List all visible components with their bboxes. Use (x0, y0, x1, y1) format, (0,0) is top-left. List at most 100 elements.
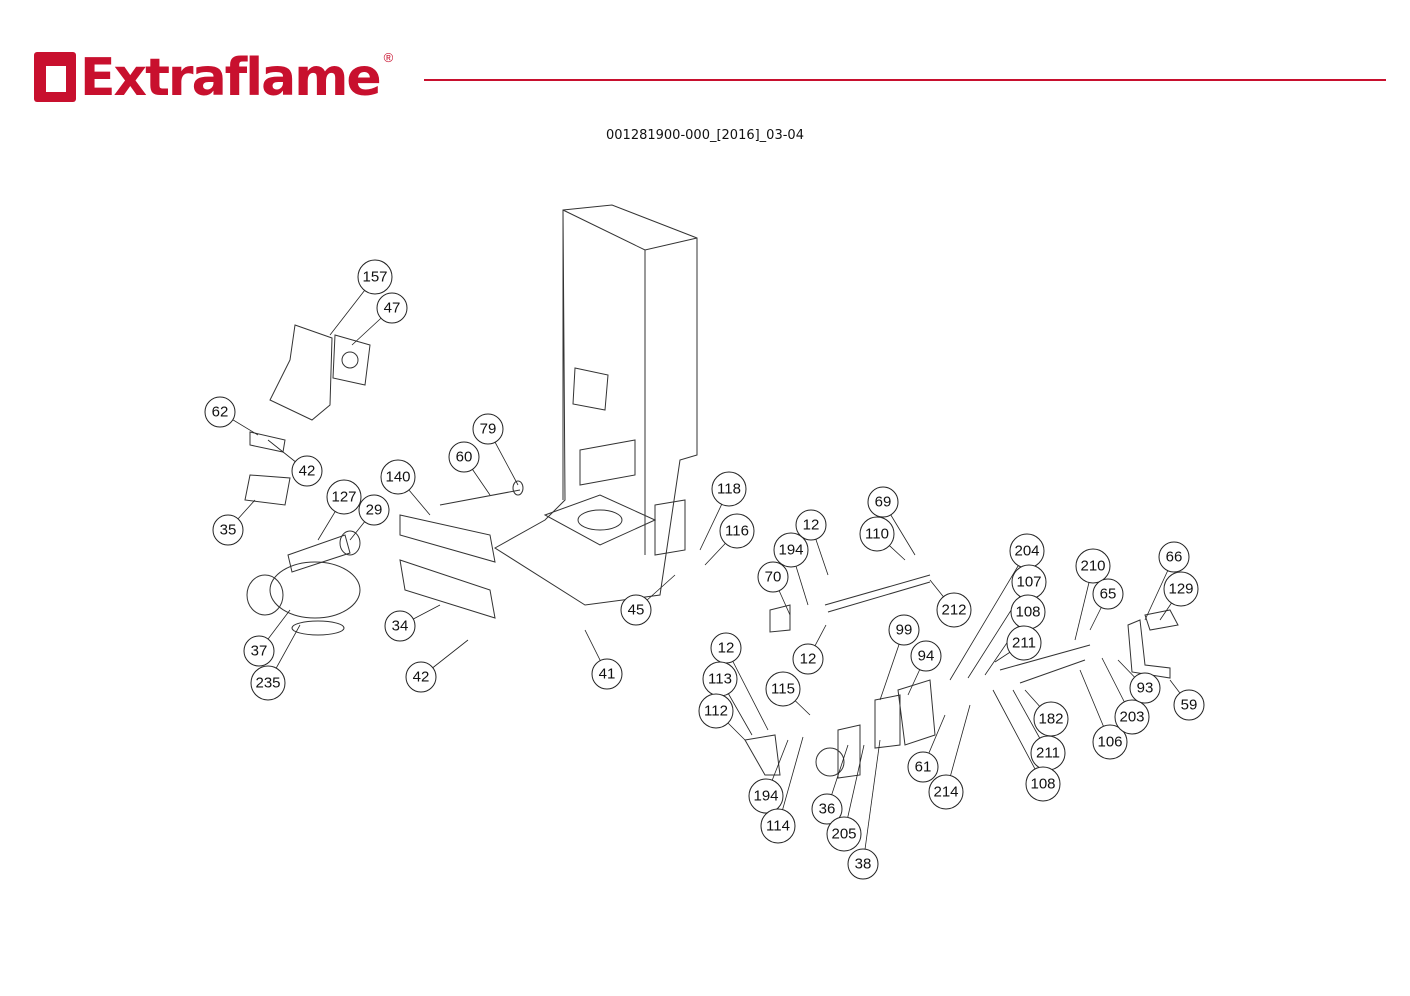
callout-157: 157 (329, 259, 393, 336)
callout-62: 62 (204, 396, 259, 436)
callout-94: 94 (907, 640, 942, 696)
stove-body (494, 204, 698, 606)
callout-circle (1075, 548, 1111, 584)
callout-circle (1173, 689, 1205, 721)
parts-drawing (244, 204, 1179, 779)
callout-circle (867, 486, 899, 518)
callout-circle (620, 594, 652, 626)
callout-79: 79 (472, 413, 519, 486)
callout-number: 110 (865, 526, 889, 543)
callout-194: 194 (748, 739, 789, 814)
callout-circle (204, 396, 236, 428)
callout-circle (719, 513, 755, 549)
callout-circle (1025, 766, 1061, 802)
callout-circle (811, 793, 843, 825)
callout-41: 41 (584, 629, 623, 690)
callout-number: 45 (628, 602, 645, 619)
document-code: 001281900-000_[2016]_03-04 (606, 128, 804, 143)
callout-circle (928, 774, 964, 810)
leader-line (862, 739, 881, 865)
callout-number: 65 (1100, 586, 1117, 603)
callout-circle (1006, 625, 1042, 661)
callout-circle (757, 561, 789, 593)
callout-circle (698, 693, 734, 729)
callout-circle (888, 614, 920, 646)
callout-12: 12 (795, 509, 829, 576)
callout-235: 235 (250, 624, 301, 701)
callout-circle (910, 640, 942, 672)
callout-number: 60 (456, 449, 473, 466)
callout-number: 62 (212, 404, 229, 421)
callout-214: 214 (928, 704, 971, 810)
callout-number: 34 (392, 618, 409, 635)
callout-number: 194 (753, 788, 778, 805)
callout-circle (1129, 672, 1161, 704)
callout-number: 157 (362, 269, 387, 286)
callout-circle (380, 459, 416, 495)
callout-circle (859, 516, 895, 552)
brand-name: Extraflame (80, 48, 382, 108)
callout-65: 65 (1089, 578, 1124, 631)
callout-number: 235 (255, 675, 280, 692)
callout-112: 112 (698, 693, 746, 741)
callout-140: 140 (380, 459, 431, 516)
callout-circle (472, 413, 504, 445)
callout-number: 12 (718, 640, 735, 657)
callout-number: 108 (1015, 604, 1040, 621)
callout-number: 194 (778, 542, 803, 559)
callout-69: 69 (867, 486, 916, 556)
callout-210: 210 (1074, 548, 1111, 641)
callout-number: 38 (855, 856, 872, 873)
callout-37: 37 (243, 609, 291, 667)
callout-number: 106 (1097, 734, 1122, 751)
callout-60: 60 (448, 441, 491, 496)
callout-circle (357, 259, 393, 295)
callout-number: 41 (599, 666, 616, 683)
callout-circle (826, 816, 862, 852)
leader-line (949, 550, 1028, 681)
callout-108: 108 (992, 689, 1061, 802)
callout-circle (358, 494, 390, 526)
callout-number: 93 (1137, 680, 1154, 697)
callout-number: 182 (1038, 711, 1063, 728)
callout-194: 194 (773, 532, 809, 606)
callout-circle (591, 658, 623, 690)
callout-106: 106 (1079, 669, 1128, 760)
callout-circle (748, 778, 784, 814)
callout-circle (1114, 699, 1150, 735)
callout-number: 94 (918, 648, 935, 665)
callout-45: 45 (620, 574, 676, 626)
callout-number: 212 (941, 602, 966, 619)
callout-108: 108 (984, 594, 1046, 676)
callout-47: 47 (351, 292, 408, 346)
callout-number: 29 (366, 502, 383, 519)
callout-12: 12 (710, 632, 769, 731)
callout-36: 36 (811, 744, 849, 825)
callout-number: 108 (1030, 776, 1055, 793)
callout-number: 210 (1080, 558, 1105, 575)
callout-38: 38 (847, 739, 881, 880)
callout-number: 35 (220, 522, 237, 539)
callout-number: 114 (766, 818, 790, 835)
header-rule (424, 79, 1386, 81)
callout-182: 182 (1024, 689, 1069, 737)
logo-mark-icon (34, 52, 76, 102)
callout-circle (405, 661, 437, 693)
callout-circle (711, 471, 747, 507)
callout-number: 70 (765, 569, 782, 586)
callout-12: 12 (792, 624, 827, 675)
callout-number: 79 (480, 421, 497, 438)
callout-number: 140 (385, 469, 410, 486)
callout-number: 36 (819, 801, 836, 818)
callout-203: 203 (1101, 657, 1150, 735)
callout-circle (792, 643, 824, 675)
callout-61: 61 (907, 714, 946, 783)
callout-number: 69 (875, 494, 892, 511)
callout-110: 110 (859, 516, 906, 561)
callout-circle (795, 509, 827, 541)
callout-circle (326, 479, 362, 515)
callout-number: 12 (803, 517, 820, 534)
callout-circle (1163, 571, 1199, 607)
